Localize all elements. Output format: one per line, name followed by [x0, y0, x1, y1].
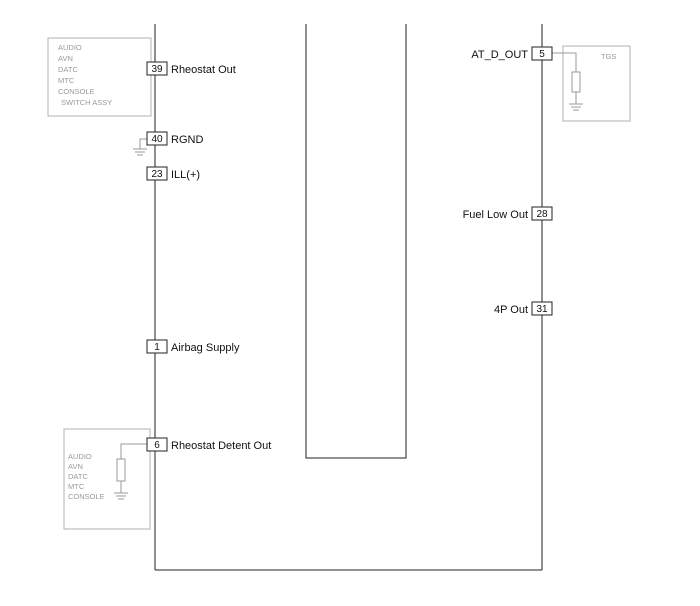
- pin-5: 5 AT_D_OUT: [471, 46, 553, 61]
- ext-label: DATC: [58, 65, 78, 74]
- ground-icon: [569, 103, 583, 111]
- ext-label: MTC: [58, 76, 75, 85]
- pin-number: 1: [154, 342, 160, 353]
- pin-39: 39 Rheostat Out: [146, 61, 236, 76]
- pin-label: 4P Out: [494, 304, 528, 316]
- external-box-top-right: TGS: [550, 45, 631, 122]
- ext-label: AVN: [58, 54, 73, 63]
- pin-number: 28: [536, 209, 548, 220]
- pin-label: Rheostat Detent Out: [171, 440, 271, 452]
- ext-label: CONSOLE: [58, 87, 95, 96]
- pin-number: 23: [151, 169, 163, 180]
- ext-label: AUDIO: [68, 452, 92, 461]
- pin-number: 39: [151, 64, 163, 75]
- pin-label: Fuel Low Out: [463, 209, 528, 221]
- ground-icon: [114, 492, 128, 500]
- pin-label: Airbag Supply: [171, 342, 240, 354]
- pin-label: Rheostat Out: [171, 64, 236, 76]
- ground-icon: [133, 138, 147, 156]
- ext-label: MTC: [68, 482, 85, 491]
- resistor-wire: [120, 443, 147, 459]
- pin-40: 40 RGND: [146, 131, 203, 146]
- pin-label: RGND: [171, 134, 203, 146]
- pin-28: 28 Fuel Low Out: [463, 206, 553, 221]
- pin-6: 6 Rheostat Detent Out: [146, 437, 271, 452]
- pin-31: 31 4P Out: [494, 301, 553, 316]
- pin-number: 40: [151, 134, 163, 145]
- ext-label: DATC: [68, 472, 88, 481]
- resistor-icon: [571, 71, 581, 93]
- pin-number: 31: [536, 304, 548, 315]
- ext-label: TGS: [601, 52, 616, 61]
- ext-label: AVN: [68, 462, 83, 471]
- ext-label: SWITCH ASSY: [61, 98, 112, 107]
- pin-label: AT_D_OUT: [471, 49, 528, 61]
- external-box-top-left: AUDIO AVN DATC MTC CONSOLE SWITCH ASSY: [47, 37, 152, 117]
- ext-label: CONSOLE: [68, 492, 105, 501]
- resistor-icon: [116, 458, 126, 482]
- pin-1: 1 Airbag Supply: [146, 339, 240, 354]
- pin-number: 6: [154, 440, 160, 451]
- pin-23: 23 ILL(+): [146, 166, 200, 181]
- resistor-wire: [550, 52, 577, 72]
- ext-label: AUDIO: [58, 43, 82, 52]
- pin-number: 5: [539, 49, 545, 60]
- center-u-shape: [305, 24, 407, 459]
- pin-label: ILL(+): [171, 169, 200, 181]
- external-box-bottom-left: AUDIO AVN DATC MTC CONSOLE: [63, 428, 151, 530]
